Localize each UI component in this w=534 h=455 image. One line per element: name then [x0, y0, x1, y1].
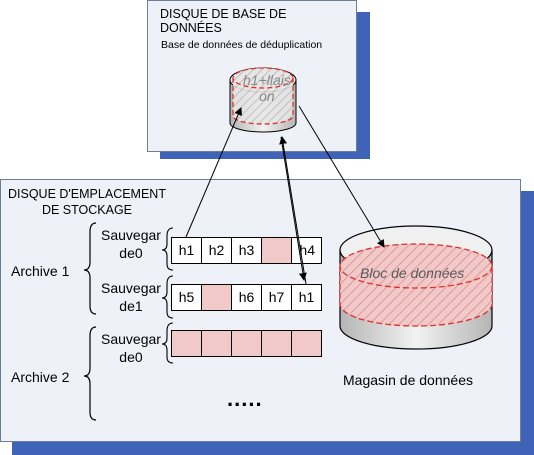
- backup-brace: [161, 227, 174, 271]
- empty-block-cell: [171, 330, 202, 357]
- block-cell: h7: [261, 284, 292, 311]
- backup-brace: [161, 275, 174, 319]
- empty-block-cell: [261, 237, 292, 264]
- block-cell: h6: [231, 284, 262, 311]
- backup-label: Sauvegar de0: [101, 331, 161, 365]
- empty-block-cell: [201, 330, 232, 357]
- database-disk-title: DISQUE DE BASE DE DONNÉES: [160, 7, 287, 35]
- archive-1-brace: [83, 222, 97, 315]
- arrow-h1-to-database-2: [279, 136, 307, 285]
- storage-disk-title: DISQUE D'EMPLACEMENT DE STOCKAGE: [8, 187, 166, 217]
- empty-block-cell: [261, 330, 292, 357]
- data-block-label: Bloc de données: [360, 265, 465, 281]
- arrow-database-to-data-block: [298, 105, 385, 248]
- backup-label: Sauvegar de1: [101, 280, 161, 314]
- empty-block-cell: [291, 330, 322, 357]
- backup-brace: [161, 322, 174, 364]
- block-cell: h1: [171, 237, 202, 264]
- ellipsis: .....: [227, 386, 263, 411]
- archive-2-brace: [83, 326, 97, 421]
- arrow-h1-to-database: [185, 107, 242, 238]
- data-store-cylinder: [339, 225, 493, 350]
- database-cylinder-label: h1+llais on: [243, 72, 291, 104]
- empty-block-cell: [201, 284, 232, 311]
- block-cell: h1: [291, 284, 322, 311]
- database-disk-subtitle: Base de données de déduplication: [161, 39, 323, 51]
- block-cell: h5: [171, 284, 202, 311]
- arrow-database-to-h4: [280, 136, 307, 281]
- archive-2-label: Archive 2: [11, 369, 70, 385]
- block-cell: h4: [291, 237, 322, 264]
- block-cell: h2: [201, 237, 232, 264]
- backup-label: Sauvegar de0: [101, 227, 161, 261]
- data-store-caption: Magasin de données: [343, 372, 473, 388]
- archive-1-label: Archive 1: [11, 263, 70, 279]
- dedup-database-cylinder: [229, 67, 297, 133]
